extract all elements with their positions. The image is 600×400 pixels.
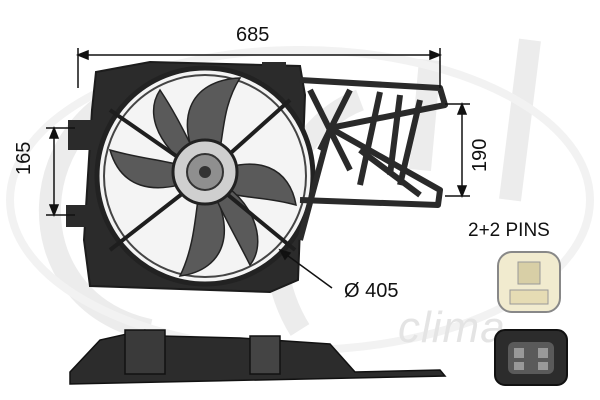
diameter-dimension-label: Ø 405 bbox=[344, 280, 399, 302]
lattice-bracket bbox=[297, 77, 448, 241]
connector-pins-label: 2+2 PINS bbox=[468, 220, 550, 241]
connector-side bbox=[494, 329, 568, 386]
width-dimension-label: 685 bbox=[236, 24, 270, 46]
connector-top bbox=[497, 251, 561, 313]
side-view bbox=[69, 329, 447, 385]
right-height-dimension-label: 190 bbox=[469, 138, 491, 172]
left-height-dimension-label: 165 bbox=[13, 141, 35, 175]
watermark-text: clima bbox=[398, 303, 506, 352]
